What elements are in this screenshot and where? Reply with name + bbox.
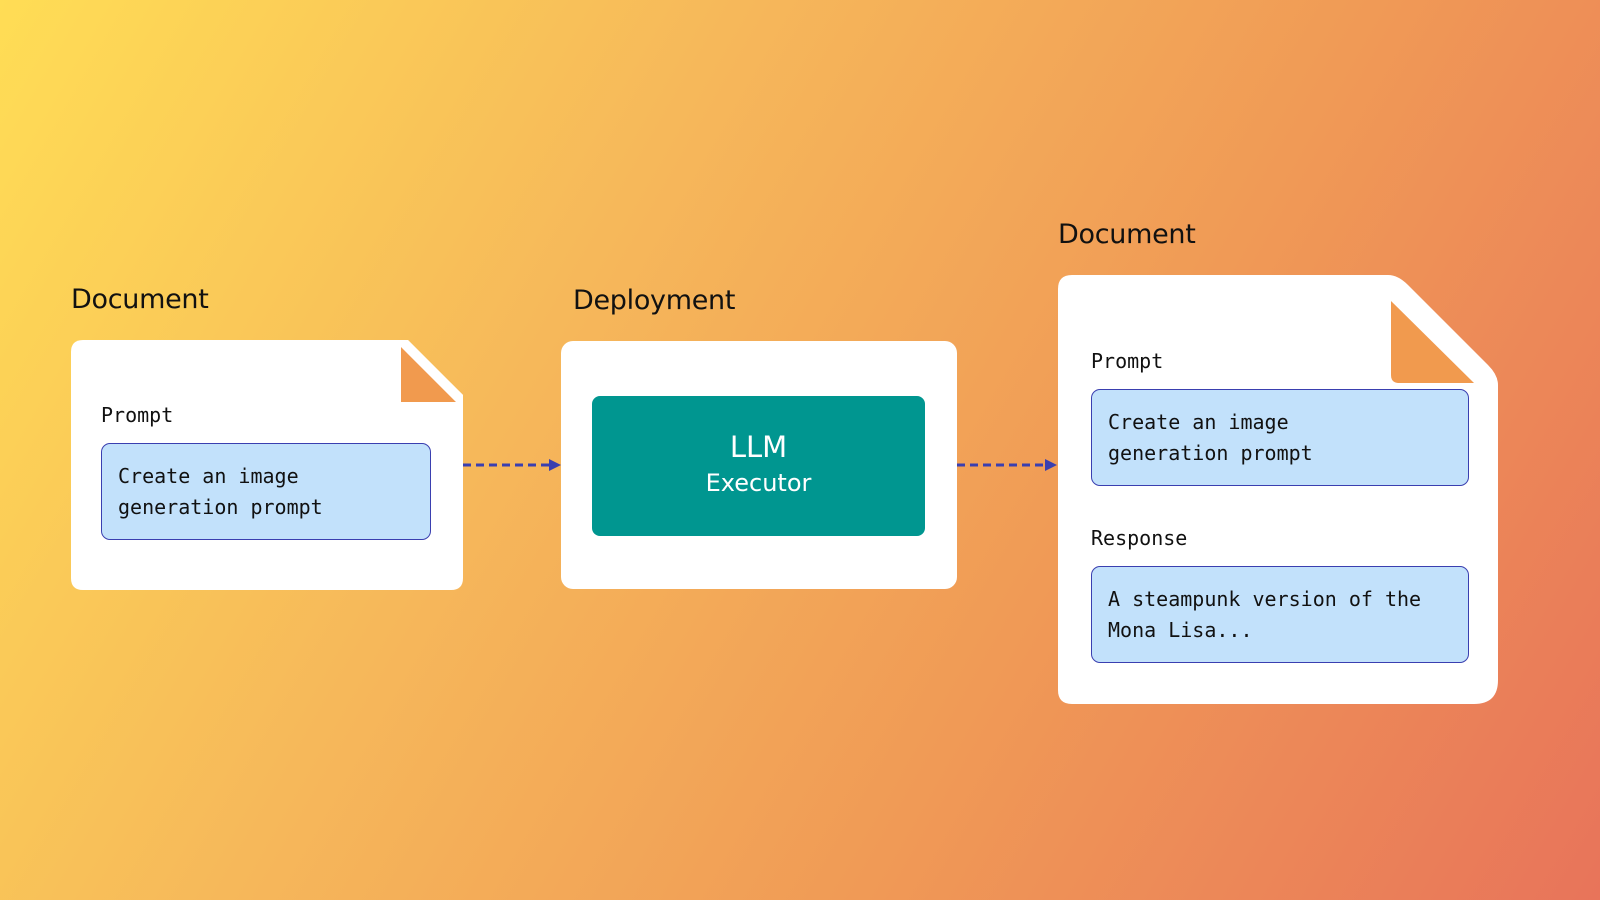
right-document-fold <box>1391 301 1474 383</box>
response-box: A steampunk version of the Mona Lisa... <box>1091 566 1469 663</box>
arrow-deployment-to-document <box>957 459 1057 471</box>
right-prompt-label: Prompt <box>1091 349 1164 373</box>
left-document-fold-edge <box>397 340 463 406</box>
executor-label: Executor <box>705 469 812 497</box>
right-document-title: Document <box>1058 219 1196 250</box>
arrow-head-2 <box>1045 459 1057 471</box>
response-label: Response <box>1091 526 1188 550</box>
llm-label: LLM <box>729 430 788 464</box>
llm-executor-box: LLM Executor <box>592 396 925 536</box>
left-prompt-box: Create an image generation prompt <box>101 443 431 540</box>
deployment-title: Deployment <box>573 285 736 316</box>
left-prompt-label: Prompt <box>101 403 174 427</box>
right-prompt-box: Create an image generation prompt <box>1091 389 1469 486</box>
arrow-document-to-deployment <box>463 459 561 471</box>
left-document-title: Document <box>71 284 209 315</box>
arrow-head-1 <box>549 459 561 471</box>
